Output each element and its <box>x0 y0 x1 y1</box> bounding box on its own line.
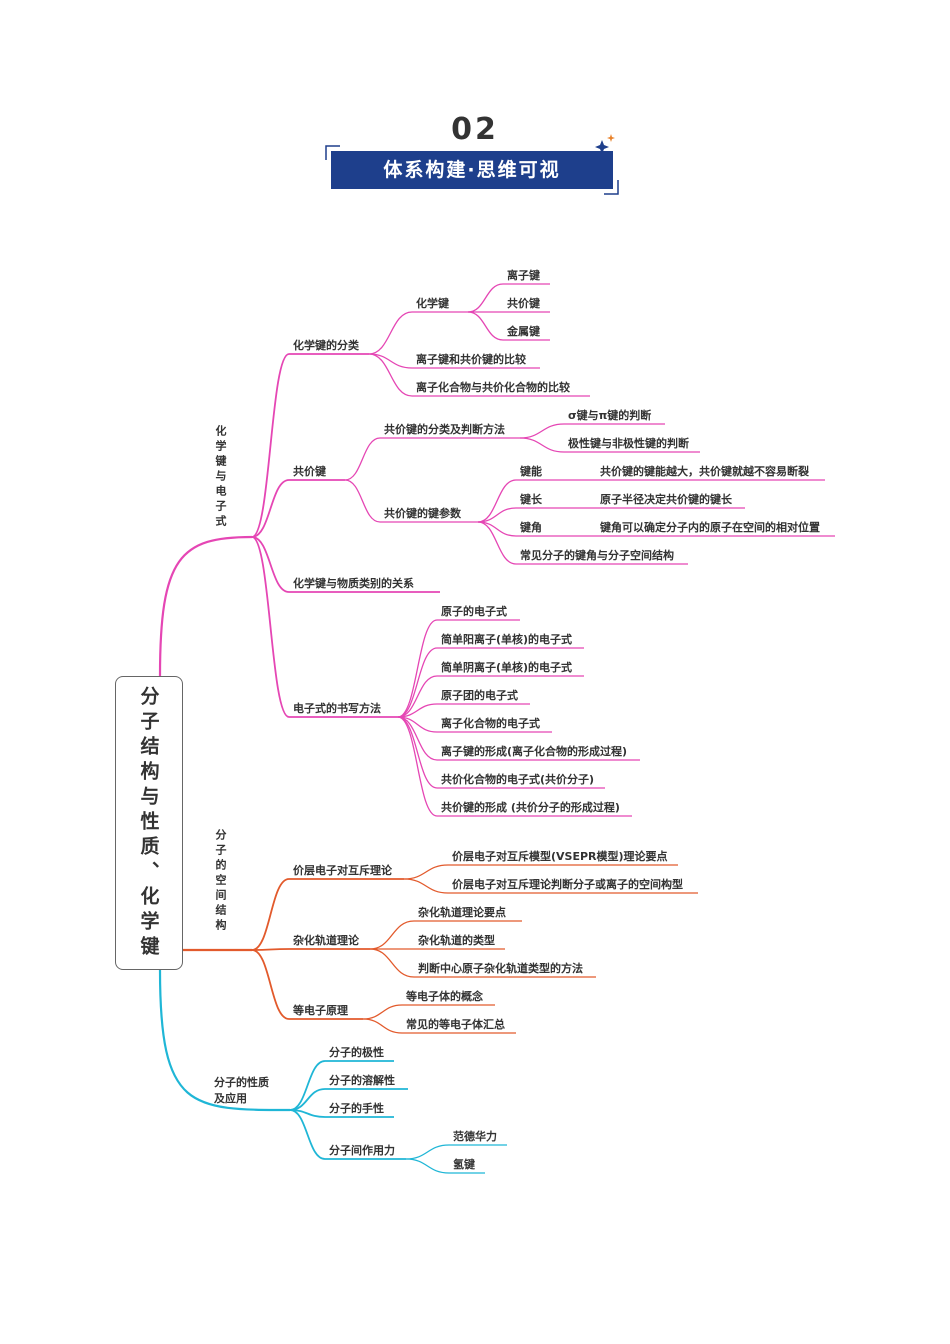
connector-line <box>397 716 438 761</box>
node-label: 简单阴离子(单核)的电子式 <box>441 660 572 674</box>
node-label: 判断中心原子杂化轨道类型的方法 <box>418 961 583 975</box>
node-label: 分子间作用力 <box>329 1143 395 1157</box>
connector-line <box>397 716 438 817</box>
section-number: 02 <box>451 112 499 147</box>
node-label: 键角 <box>519 520 542 534</box>
node-label: 常见的等电子体汇总 <box>406 1017 505 1031</box>
node-label: 分子的溶解性 <box>329 1073 395 1087</box>
node-label: 键能 <box>519 464 542 478</box>
node-label: 离子键和共价键的比较 <box>416 352 526 366</box>
node-label: 化学键的分类 <box>293 338 360 352</box>
node-label: 化学键 <box>416 296 450 310</box>
connector-line <box>362 1004 403 1020</box>
node-label: 键长 <box>519 492 543 506</box>
node-label: 共价键的键参数 <box>384 506 462 520</box>
connector-line <box>289 1088 326 1111</box>
banner-decoration <box>325 134 619 195</box>
connector-line <box>519 437 565 453</box>
connector-line <box>368 353 413 397</box>
root-node-label: 分子结构与性质、化学键 <box>137 685 160 961</box>
node-label: 简单阳离子(单核)的电子式 <box>441 632 572 646</box>
connector-line <box>251 536 290 593</box>
node-label: 价层电子对互斥理论 <box>293 863 393 877</box>
branch-connector <box>158 969 291 1112</box>
node-label: 氢键 <box>453 1157 476 1171</box>
node-label: 原子半径决定共价键的键长 <box>600 492 733 506</box>
connector-line <box>289 1060 326 1111</box>
node-label: 范德华力 <box>453 1129 497 1143</box>
node-label: 共价键的分类及判断方法 <box>384 422 505 436</box>
node-label: 共价键的形成 (共价分子的形成过程) <box>441 800 620 814</box>
node-label: 极性键与非极性键的判断 <box>568 436 689 450</box>
node-label: 共价化合物的电子式(共价分子) <box>441 772 594 786</box>
connector-line <box>369 948 415 978</box>
connector-line <box>405 1144 450 1160</box>
connector-line <box>397 716 438 789</box>
node-label: 杂化轨道理论 <box>293 933 360 947</box>
branch-connector <box>158 535 253 677</box>
connector-line <box>477 521 517 565</box>
connector-line <box>397 647 438 718</box>
node-label: 价层电子对互斥理论判断分子或离子的空间构型 <box>452 877 683 891</box>
connector-line <box>251 878 290 951</box>
connector-line <box>368 311 413 355</box>
node-label: 共价键 <box>507 296 541 310</box>
connector-line <box>251 536 290 718</box>
branch-label-properties: 分子的性质及应用 <box>214 1076 269 1105</box>
connector-line <box>251 949 290 1020</box>
node-label: 价层电子对互斥模型(VSEPR模型)理论要点 <box>452 849 668 863</box>
connector-line <box>344 437 381 481</box>
connector-line <box>344 479 381 523</box>
node-label: 化学键与物质类别的关系 <box>293 576 414 590</box>
connector-line <box>251 353 290 538</box>
node-label: 共价键的键能越大，共价键就越不容易断裂 <box>600 464 809 478</box>
connector-line <box>477 507 517 523</box>
connector-line <box>403 878 449 894</box>
connector-line <box>289 1109 326 1160</box>
sparkle-icon <box>595 140 609 154</box>
root-node: 分子结构与性质、化学键 <box>115 676 183 970</box>
node-label: σ键与π键的判断 <box>568 408 651 422</box>
connector-line <box>403 864 449 880</box>
node-label: 电子式的书写方法 <box>293 701 381 715</box>
node-label: 原子团的电子式 <box>441 688 518 702</box>
node-label: 离子化合物与共价化合物的比较 <box>416 380 570 394</box>
connector-line <box>519 423 565 439</box>
sparkle-icon <box>607 134 615 142</box>
connector-line <box>397 675 438 718</box>
node-label: 离子化合物的电子式 <box>441 716 540 730</box>
node-label: 原子的电子式 <box>441 604 507 618</box>
node-label: 常见分子的键角与分子空间结构 <box>520 548 674 562</box>
branch-label-spatial-structure: 分子的空间结构 <box>214 829 227 934</box>
node-label: 离子键 <box>507 268 541 282</box>
connector-line <box>251 948 290 951</box>
node-label: 离子键的形成(离子化合物的形成过程) <box>441 744 627 758</box>
node-label: 金属键 <box>506 324 541 338</box>
connector-line <box>467 311 504 341</box>
connector-line <box>405 1158 450 1174</box>
connector-line <box>362 1018 403 1034</box>
node-label: 等电子原理 <box>292 1003 348 1017</box>
node-label: 分子的手性 <box>329 1101 384 1115</box>
branch-label-chemical-bond: 化学键与电子式 <box>214 425 227 530</box>
connector-line <box>369 920 415 950</box>
node-label: 杂化轨道理论要点 <box>418 905 506 919</box>
connector-line <box>477 479 517 523</box>
node-label: 杂化轨道的类型 <box>418 933 495 947</box>
section-title-banner: 体系构建·思维可视 <box>331 151 613 189</box>
node-label: 共价键 <box>293 464 327 478</box>
node-label: 等电子体的概念 <box>405 989 484 1003</box>
node-label: 键角可以确定分子内的原子在空间的相对位置 <box>599 520 820 534</box>
connector-line <box>397 619 438 718</box>
connector-line <box>467 283 504 313</box>
node-label: 分子的极性 <box>329 1045 384 1059</box>
connector-line <box>251 479 290 538</box>
